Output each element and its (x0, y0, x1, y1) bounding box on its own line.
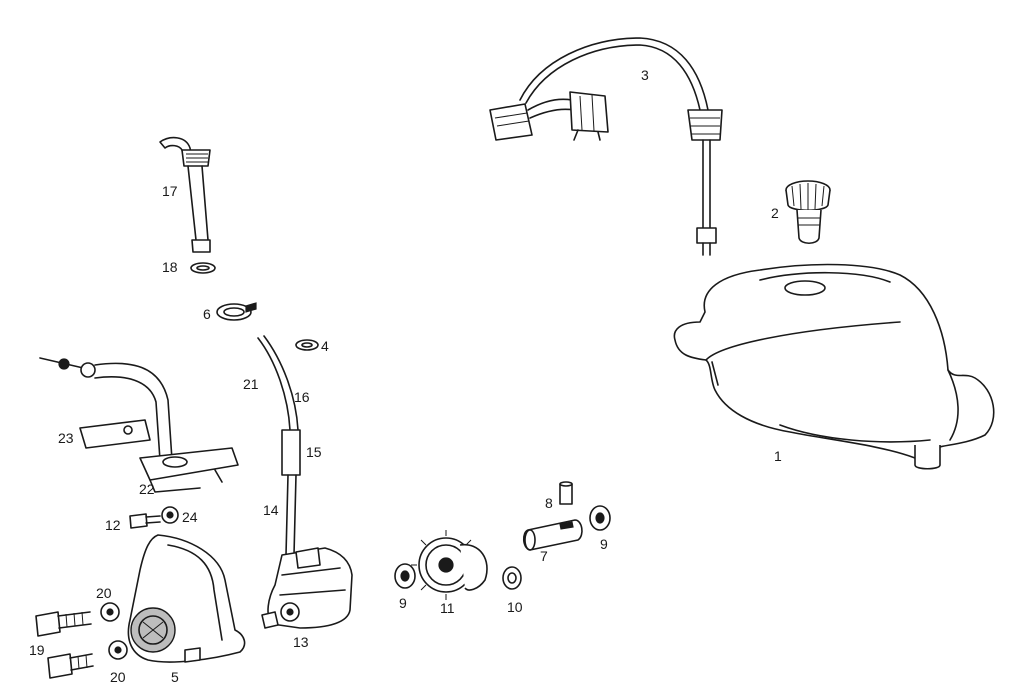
part-clip-4 (295, 339, 319, 351)
label-16: 16 (294, 389, 310, 405)
label-20a: 20 (96, 585, 112, 601)
label-10: 10 (507, 599, 523, 615)
part-oil-pump (261, 547, 353, 629)
part-throttle-cable (39, 357, 239, 493)
label-9a: 9 (399, 595, 407, 611)
part-hose-clamp (216, 302, 257, 321)
part-cover (127, 534, 246, 663)
label-6: 6 (203, 306, 211, 322)
part-washer-9a (394, 563, 416, 589)
label-1: 1 (774, 448, 782, 464)
label-18: 18 (162, 259, 178, 275)
label-7: 7 (540, 548, 548, 564)
label-12: 12 (105, 517, 121, 533)
part-oil-hose (257, 335, 301, 556)
part-pin (559, 481, 573, 505)
part-vent-pipe (159, 136, 216, 274)
part-gear (411, 530, 488, 600)
label-24: 24 (182, 509, 198, 525)
label-11: 11 (440, 600, 455, 616)
label-15: 15 (306, 444, 322, 460)
label-8: 8 (545, 495, 553, 511)
label-3: 3 (641, 67, 649, 83)
part-washer-20b (108, 640, 128, 660)
part-bolt-19a (35, 611, 92, 637)
part-shaft (522, 519, 583, 551)
part-washer-10 (502, 566, 522, 590)
label-23: 23 (58, 430, 74, 446)
part-bolt-12 (129, 513, 161, 529)
label-17: 17 (162, 183, 178, 199)
label-9b: 9 (600, 536, 608, 552)
part-fuel-tank (673, 263, 995, 470)
label-13: 13 (293, 634, 309, 650)
label-20b: 20 (110, 669, 126, 685)
label-21: 21 (243, 376, 259, 392)
part-washer-9b (589, 505, 611, 531)
label-22: 22 (139, 481, 155, 497)
label-5: 5 (171, 669, 179, 685)
callout-labels: 1 2 3 4 5 6 7 8 9 9 10 11 12 13 14 15 16… (29, 67, 782, 685)
label-4: 4 (321, 338, 329, 354)
label-2: 2 (771, 205, 779, 221)
part-washer-20a (100, 602, 120, 622)
label-19: 19 (29, 642, 45, 658)
part-washer-24 (161, 506, 179, 524)
label-14: 14 (263, 502, 279, 518)
part-bolt-19b (47, 653, 94, 679)
part-wiring-harness (489, 37, 723, 256)
part-fuel-cap (785, 180, 831, 245)
